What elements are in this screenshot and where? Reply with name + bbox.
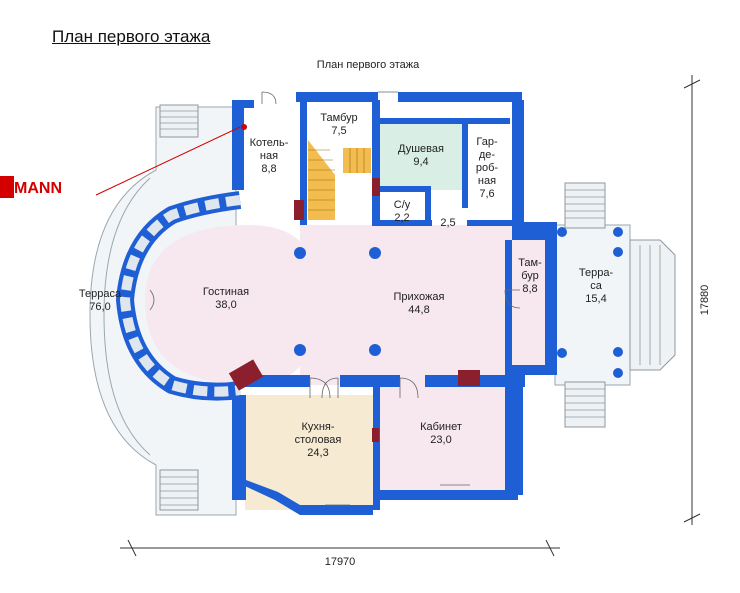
room-vestibule-right-area: 8,8	[522, 283, 537, 295]
stair-bottom-right	[564, 381, 606, 428]
room-living-name: Гостиная	[203, 286, 249, 298]
kitchen-floor	[245, 395, 375, 510]
room-wardrobe-name-2: де-	[479, 149, 496, 161]
room-kitchen-name-2: столовая	[295, 434, 342, 446]
room-kitchen-area: 24,3	[307, 447, 328, 459]
dimension-width-label: 17970	[325, 556, 356, 568]
room-wardrobe-name-3: роб-	[476, 162, 499, 174]
room-wc: С/у 2,2	[394, 199, 411, 224]
room-boiler-name-1: Котель-	[250, 137, 289, 149]
living-floor	[145, 225, 320, 385]
room-hall-area: 44,8	[408, 304, 429, 316]
stair-top-left	[159, 104, 199, 138]
room-wc-area: 2,2	[394, 212, 409, 224]
stair-bottom-left	[159, 469, 199, 511]
room-kitchen-name-1: Кухня-	[301, 421, 334, 433]
room-hall: Прихожая 44,8	[394, 291, 445, 316]
room-wardrobe-area: 7,6	[479, 188, 494, 200]
room-shower-name: Душевая	[398, 143, 444, 155]
room-terrace-right: Терра- са 15,4	[579, 267, 614, 305]
dimension-height: 17880	[683, 75, 711, 525]
living-curved-wall	[115, 191, 242, 401]
room-terrace-right-area: 15,4	[585, 293, 606, 305]
room-vestibule-top-name: Тамбур	[320, 112, 357, 124]
hall-floor	[300, 225, 555, 385]
room-hall-name: Прихожая	[394, 291, 445, 303]
office-floor	[378, 385, 505, 492]
brand-stamp: MANN	[0, 124, 247, 198]
plan-title: План первого этажа	[317, 59, 420, 71]
brand-text: MANN	[14, 180, 62, 197]
room-closet-area: 2,5	[440, 217, 455, 229]
room-closet: 2,5	[440, 217, 455, 229]
columns	[294, 227, 623, 378]
room-vestibule-right-name-2: бур	[521, 270, 539, 282]
room-vestibule-top-area: 7,5	[331, 125, 346, 137]
room-boiler: Котель- ная 8,8	[250, 137, 289, 175]
room-living: Гостиная 38,0	[203, 286, 249, 311]
dimension-width: 17970	[120, 539, 560, 568]
room-terrace-left-name: Терраса	[79, 288, 122, 300]
room-wardrobe-name-4: ная	[478, 175, 496, 187]
room-office-area: 23,0	[430, 434, 451, 446]
room-terrace-right-name-1: Терра-	[579, 267, 614, 279]
room-wardrobe: Гар- де- роб- ная 7,6	[476, 136, 499, 200]
room-terrace-left-area: 76,0	[89, 301, 110, 313]
room-boiler-area: 8,8	[261, 163, 276, 175]
room-wc-name: С/у	[394, 199, 411, 211]
interior-stair	[308, 140, 371, 220]
shower-floor	[380, 122, 462, 190]
room-shower-area: 9,4	[413, 156, 428, 168]
room-office: Кабинет 23,0	[420, 421, 462, 446]
room-vestibule-top: Тамбур 7,5	[320, 112, 357, 137]
room-boiler-name-2: ная	[260, 150, 278, 162]
walls	[232, 92, 557, 515]
doors	[149, 91, 521, 506]
stair-side-right	[629, 239, 676, 371]
boiler-floor	[246, 108, 301, 218]
terrace-right	[554, 182, 676, 428]
room-terrace-right-name-2: са	[590, 280, 603, 292]
room-terrace-left: Терраса 76,0	[79, 288, 122, 313]
dimension-height-label: 17880	[699, 285, 711, 316]
room-vestibule-right-name-1: Там-	[518, 257, 542, 269]
stove	[228, 178, 480, 442]
room-wardrobe-name-1: Гар-	[476, 136, 498, 148]
page-heading: План первого этажа	[52, 27, 211, 46]
room-office-name: Кабинет	[420, 421, 462, 433]
stair-top-right	[564, 182, 606, 229]
room-shower: Душевая 9,4	[398, 143, 444, 168]
room-living-area: 38,0	[215, 299, 236, 311]
room-vestibule-right: Там- бур 8,8	[518, 257, 542, 295]
room-kitchen: Кухня- столовая 24,3	[295, 421, 342, 459]
